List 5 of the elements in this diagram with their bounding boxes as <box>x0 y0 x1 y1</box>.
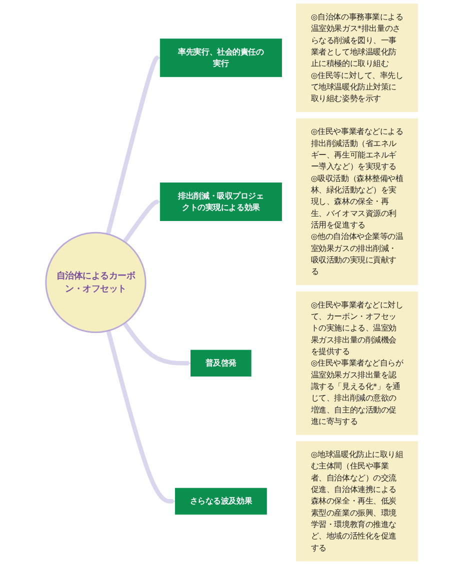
arrow <box>106 56 160 235</box>
node-circle: 自治体によるカーボン・オフセット <box>44 232 146 334</box>
arrow <box>122 200 160 244</box>
arrow <box>122 322 191 366</box>
arrow <box>106 330 176 504</box>
